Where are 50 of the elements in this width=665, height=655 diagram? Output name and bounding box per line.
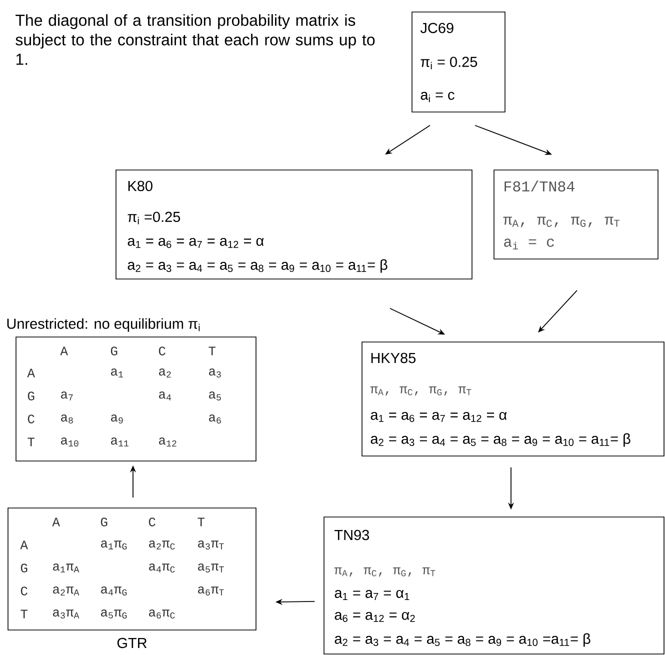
node-label: T [198,518,205,526]
node-label: a$_{9}$ [111,414,123,424]
node-label: a$_{5}$π$_{G}$ [101,609,127,619]
node-label: a$_{5}$ [209,392,221,400]
node-label: a$_{3}$π$_{A}$ [53,609,80,619]
table-caption: GTR [117,638,147,648]
node-label: a$_{10}$ [61,437,78,447]
node-label: a$_{1}$ [111,368,124,378]
rate-matrix-table: A G C T A a$_{1}$π$_{G}$ a$_{2}$π$_{C}$ a$_{3}$π$_{T}$ G a$_{1}$π$_{A}$ a$_{4}$π$_{C}$ a$_{5}$π$_{T}$ C a$_{2}$π$_{A}$ a$_{4}$π$_{G}$ a$_{6}$π$_{T}$ T a$_{3}$π$_{A}$ a$_{5}$π$_{G}$ a$_{6}$π$_{C}$ [8,508,256,630]
node-label: C [28,414,34,424]
model-box: JC69 π$_{i}$ = 0.25 a$_{i}$ = c [412,12,506,112]
node-label: G [28,392,34,400]
node-label: G [110,346,118,356]
node-label: G [100,518,108,526]
node-label: A [60,346,68,356]
node-label: a$_{6}$ [209,414,221,424]
node-label: C [20,586,28,596]
node-label: a$_{6}$π$_{C}$ [149,609,175,619]
node-label: C [148,518,156,526]
node-label: a$_{4}$ [159,392,172,400]
node-label: a$_{11}$ [111,438,128,446]
node-label: T [20,610,28,618]
node-label: T [28,438,35,446]
node-label: a$_{3}$ [209,368,221,378]
node-label: a$_{2}$π$_{C}$ [149,540,175,550]
node-label: A [27,368,35,378]
node-label: G [20,564,28,572]
note-text: The diagonal of a transition probability matrix is subject to the constraint that each row sums up to 1. [16,14,375,65]
node-label: a$_{7}$ [61,392,73,400]
node-label: a$_{8}$ [61,414,73,424]
node-label: a$_{5}$π$_{T}$ [198,564,224,572]
table-heading: Unrestricted: no equilibrium π$_{i}$ [7,318,200,332]
rate-matrix-table: A G C T A a$_{1}$ a$_{2}$ a$_{3}$ G a$_{7}$ a$_{4}$ a$_{5}$ C a$_{8}$ a$_{9}$ a$_{6}$ T a$_{10}$ a$_{11}$ a$_{12}$ [16,336,256,462]
model-box: F81/TN84 π$_{A}$, π$_{C}$, π$_{G}$, π$_{T}$ a$_{i}$ = c [494,170,658,260]
node-label: a$_{3}$π$_{T}$ [198,540,224,550]
node-label: a$_{6}$π$_{T}$ [198,586,224,596]
node-label: a$_{2}$ [159,368,171,378]
node-label: T [208,346,216,356]
node-label: A [20,540,28,550]
model-box: TN93 π$_{A}$, π$_{C}$, π$_{G}$, π$_{T}$ a$_{1}$ = a$_{7}$ = α$_{1}$ a$_{6}$ = a$_{12}$ = α$_{2}$ a$_{2}$ = a$_{3}$ = a$_{4}$ = a$_{5}$ = a$_{8}$ = a$_{9}$ = a$_{10}$ =a$_{11}$= β [324,516,664,654]
node-label: C [158,346,166,356]
node-label: A [52,518,60,526]
node-label: a$_{1}$π$_{A}$ [53,564,80,572]
model-box: K80 π$_{i}$ =0.25 a$_{1}$ = a$_{6}$ = a$_{7}$ = a$_{12}$ = α a$_{2}$ = a$_{3}$ = a$_{4}$ = a$_{5}$ = a$_{8}$ = a$_{9}$ = a$_{10}$ = a$_{11}$= β [116,170,472,280]
node-label: a$_{1}$π$_{G}$ [101,540,127,550]
node-label: a$_{2}$π$_{A}$ [53,586,80,596]
model-box: HKY85 π$_{A}$, π$_{C}$, π$_{G}$, π$_{T}$ a$_{1}$ = a$_{6}$ = a$_{7}$ = a$_{12}$ = α a$_{2}$ = a$_{3}$ = a$_{4}$ = a$_{5}$ = a$_{8}$ = a$_{9}$ = a$_{10}$ = a$_{11}$= β [362,342,664,456]
node-label: a$_{4}$π$_{C}$ [149,563,175,573]
node-label: a$_{4}$π$_{G}$ [101,586,127,596]
node-label: a$_{12}$ [159,438,176,446]
